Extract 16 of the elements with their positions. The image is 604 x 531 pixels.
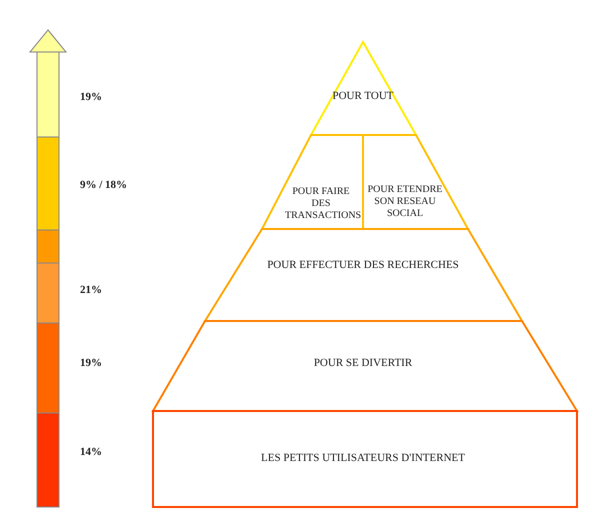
percentage-label: 21% [80, 284, 102, 296]
pyramid-tier [262, 135, 363, 229]
tier-text: LES PETITS UTILISATEURS D'INTERNET [260, 452, 466, 465]
pyramid-tier [153, 321, 577, 411]
tier-text: POUR ETENDRE SON RESEAU SOCIAL [366, 184, 444, 220]
percentage-label: 9% / 18% [80, 179, 128, 191]
percentage-label: 19% [80, 91, 102, 103]
pyramid-tier [153, 411, 577, 507]
pyramid-tier [363, 135, 468, 229]
tier-text: POUR SE DIVERTIR [312, 357, 414, 370]
percentage-label: 14% [80, 446, 102, 458]
pyramid-tier [205, 229, 522, 321]
percentage-label: 19% [80, 357, 102, 369]
tier-text: POUR EFFECTUER DES RECHERCHES [266, 259, 460, 272]
pyramid-tier [311, 42, 416, 135]
tier-text: POUR TOUT [331, 90, 395, 103]
